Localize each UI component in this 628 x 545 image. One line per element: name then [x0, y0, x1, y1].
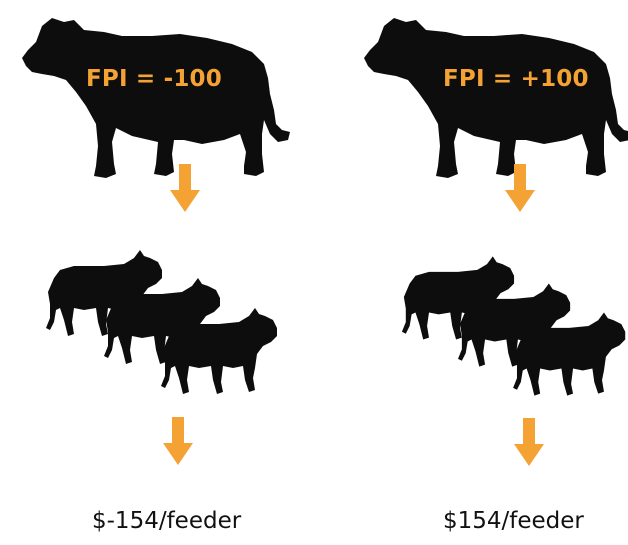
right-panel: FPI = +100 $154/feeder	[314, 0, 628, 545]
bull-silhouette-icon	[22, 18, 290, 178]
outcome-label: $154/feeder	[443, 508, 584, 534]
outcome-label: $-154/feeder	[92, 508, 242, 534]
down-arrow-icon	[514, 418, 544, 466]
fpi-label: FPI = +100	[443, 66, 589, 92]
three-calves-silhouette-icon	[401, 256, 626, 396]
left-panel: FPI = -100 $-154/feeder	[22, 18, 290, 534]
bull-silhouette-icon	[364, 18, 628, 178]
down-arrow-icon	[170, 164, 200, 212]
three-calves-silhouette-icon	[46, 250, 277, 394]
down-arrow-icon	[163, 417, 193, 465]
fpi-label: FPI = -100	[86, 66, 222, 92]
down-arrow-icon	[505, 164, 535, 212]
